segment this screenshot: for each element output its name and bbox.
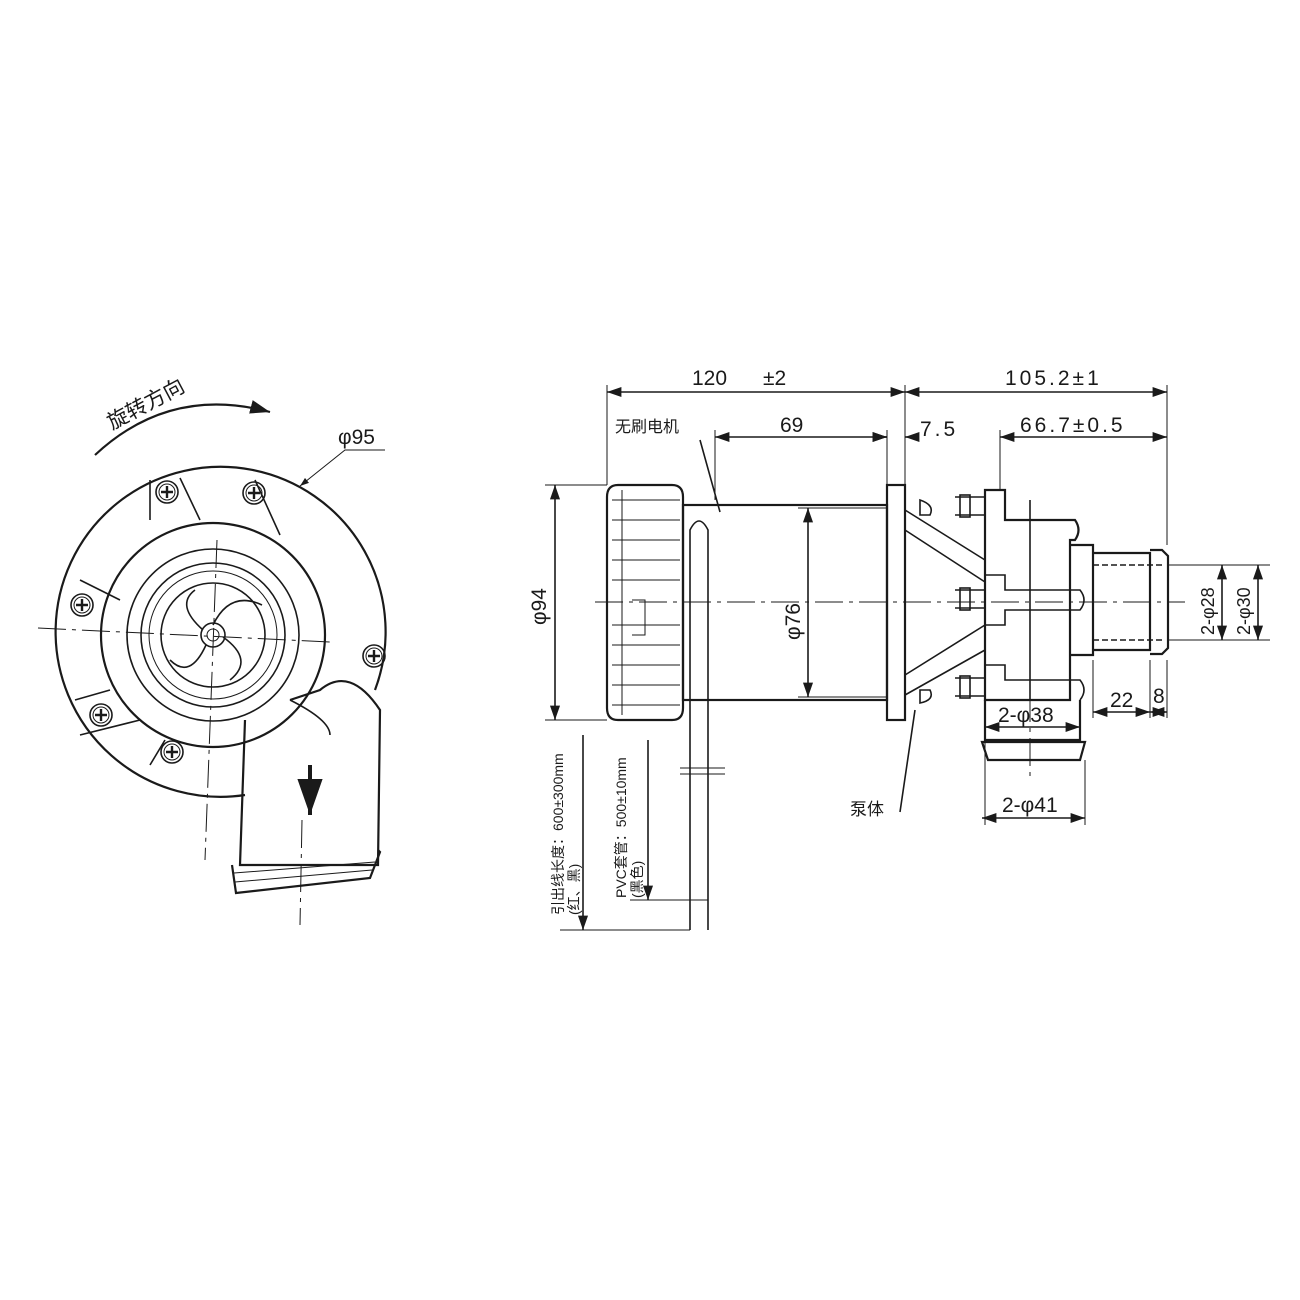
dim-pump-body-length: 66.7±0.5 xyxy=(1020,414,1126,437)
dim-nozzle-length: 22 xyxy=(1110,689,1133,712)
front-view: 旋转方向 φ95 xyxy=(37,375,387,926)
outer-diameter-label: φ95 xyxy=(338,426,375,449)
pump-body xyxy=(983,488,1080,702)
side-view: 120 ±2 105.2±1 无刷电机 69 7.5 66.7±0.5 φ94 … xyxy=(528,367,1270,931)
screw-icon xyxy=(88,702,114,728)
screw-icon xyxy=(361,643,387,669)
housing-outline xyxy=(54,465,387,798)
pump-body-label: 泵体 xyxy=(850,800,884,819)
screw-icon xyxy=(69,592,95,618)
screw-icon xyxy=(159,739,185,765)
lead-wire-length-note: 引出线长度：600±300mm xyxy=(550,753,566,915)
dim-nozzle-tip-length: 8 xyxy=(1153,685,1165,708)
outlet-pipe xyxy=(238,680,382,867)
rotation-arrow-icon xyxy=(94,400,271,456)
lead-wire-colors-note: (红、黑) xyxy=(566,864,582,915)
pvc-sleeve-color-note: (黑色) xyxy=(629,861,645,898)
motor-cap xyxy=(605,483,685,722)
pvc-sleeve-length-note: PVC套管：500±10mm xyxy=(613,757,629,898)
dim-motor-body-diameter: φ76 xyxy=(782,603,805,640)
dim-motor-cap-diameter: φ94 xyxy=(528,588,551,625)
impeller xyxy=(160,582,266,688)
dim-inlet-outer-diameter: 2-φ30 xyxy=(1234,587,1254,635)
dim-outlet-inner-diameter: 2-φ38 xyxy=(998,704,1054,727)
screw-icon xyxy=(241,480,267,506)
dim-inlet-inner-diameter: 2-φ28 xyxy=(1198,587,1218,635)
lead-wire xyxy=(689,520,709,930)
dim-pump-length: 105.2±1 xyxy=(1005,367,1102,390)
rotation-direction-label: 旋转方向 xyxy=(104,375,189,435)
dim-flange-thickness: 7.5 xyxy=(920,418,958,441)
volute-ring xyxy=(99,521,327,749)
dim-motor-body-length: 69 xyxy=(780,414,803,437)
dim-overall-motor-length: 120 xyxy=(692,367,727,390)
screw-icon xyxy=(154,479,180,505)
motor-label: 无刷电机 xyxy=(615,418,679,436)
dim-outlet-outer-diameter: 2-φ41 xyxy=(1002,794,1058,817)
dim-overall-motor-tolerance: ±2 xyxy=(763,367,786,390)
impeller-blades xyxy=(169,589,263,681)
